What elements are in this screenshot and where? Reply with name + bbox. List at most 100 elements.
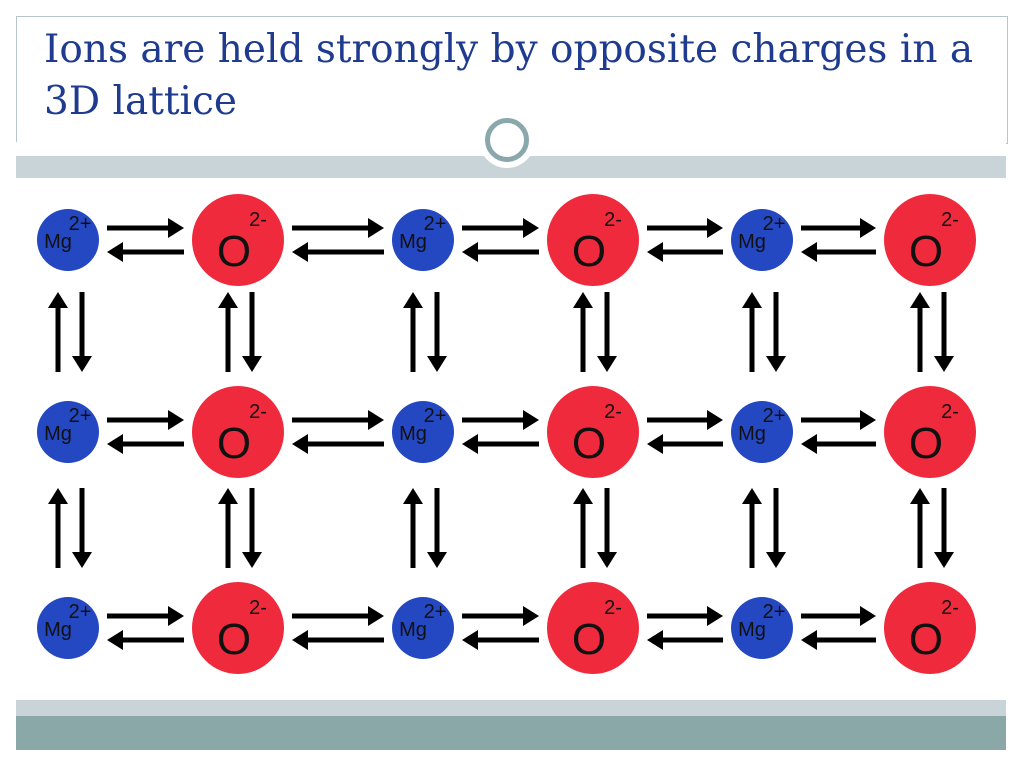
arrow-right-r1-c3 bbox=[647, 410, 723, 430]
ion-charge-r0-c1: 2- bbox=[249, 209, 267, 231]
ion-symbol-r1-c3: O bbox=[572, 419, 606, 468]
arrow-right-r2-c4-head bbox=[860, 606, 876, 626]
arrow-left-r0-c0 bbox=[107, 242, 184, 262]
ion-charge-r0-c3: 2- bbox=[604, 209, 622, 231]
arrow-up-g1-c4-head bbox=[742, 488, 762, 504]
arrow-left-r0-c3 bbox=[647, 242, 723, 262]
arrow-up-g1-c1-head bbox=[218, 488, 238, 504]
arrow-down-g0-c2-head bbox=[427, 356, 447, 372]
ion-charge-r0-c4: 2+ bbox=[763, 213, 786, 235]
ion-mg-r0-c2 bbox=[392, 209, 454, 271]
arrow-down-g1-c5-head bbox=[934, 552, 954, 568]
ion-symbol-r1-c2: Mg bbox=[399, 423, 427, 445]
arrow-down-g1-c0 bbox=[72, 488, 92, 568]
arrow-down-g1-c4 bbox=[766, 488, 786, 568]
arrow-left-r1-c0-head bbox=[107, 434, 123, 454]
arrow-left-r1-c0 bbox=[107, 434, 184, 454]
arrow-right-r1-c1-head bbox=[368, 410, 384, 430]
arrow-left-r0-c4 bbox=[801, 242, 876, 262]
arrow-down-g0-c3 bbox=[597, 292, 617, 372]
arrow-left-r2-c2 bbox=[462, 630, 539, 650]
arrow-down-g0-c3-head bbox=[597, 356, 617, 372]
arrow-right-r2-c3-head bbox=[707, 606, 723, 626]
arrow-up-g0-c5-head bbox=[910, 292, 930, 308]
arrow-down-g0-c4 bbox=[766, 292, 786, 372]
ion-symbol-r2-c2: Mg bbox=[399, 619, 427, 641]
arrow-up-g0-c1-head bbox=[218, 292, 238, 308]
arrow-right-r1-c0 bbox=[107, 410, 184, 430]
arrow-left-r2-c2-head bbox=[462, 630, 478, 650]
arrow-up-g0-c2 bbox=[403, 292, 423, 372]
arrow-up-g0-c5 bbox=[910, 292, 930, 372]
arrow-right-r1-c1 bbox=[292, 410, 384, 430]
arrow-left-r0-c2-head bbox=[462, 242, 478, 262]
arrow-down-g0-c5-head bbox=[934, 356, 954, 372]
arrow-left-r2-c0 bbox=[107, 630, 184, 650]
arrow-down-g0-c1 bbox=[242, 292, 262, 372]
arrow-left-r1-c4 bbox=[801, 434, 876, 454]
arrow-up-g0-c0-head bbox=[48, 292, 68, 308]
arrow-up-g1-c5 bbox=[910, 488, 930, 568]
ion-charge-r0-c0: 2+ bbox=[69, 213, 92, 235]
ion-symbol-r2-c1: O bbox=[217, 615, 251, 664]
arrow-right-r2-c2 bbox=[462, 606, 539, 626]
ion-charge-r1-c2: 2+ bbox=[424, 405, 447, 427]
ion-charge-r2-c1: 2- bbox=[249, 597, 267, 619]
ion-charge-r2-c0: 2+ bbox=[69, 601, 92, 623]
arrow-right-r0-c2-head bbox=[523, 218, 539, 238]
arrow-right-r2-c3 bbox=[647, 606, 723, 626]
arrow-right-r2-c1-head bbox=[368, 606, 384, 626]
arrow-left-r2-c3-head bbox=[647, 630, 663, 650]
ion-symbol-r1-c0: Mg bbox=[44, 423, 72, 445]
ion-mg-r2-c4 bbox=[731, 597, 793, 659]
ion-charge-r1-c5: 2- bbox=[941, 401, 959, 423]
arrow-down-g0-c0-head bbox=[72, 356, 92, 372]
arrow-left-r0-c1 bbox=[292, 242, 384, 262]
ion-charge-r1-c3: 2- bbox=[604, 401, 622, 423]
ion-symbol-r0-c0: Mg bbox=[44, 231, 72, 253]
arrow-right-r0-c0 bbox=[107, 218, 184, 238]
arrow-right-r0-c2 bbox=[462, 218, 539, 238]
arrow-down-g1-c5 bbox=[934, 488, 954, 568]
arrow-left-r2-c0-head bbox=[107, 630, 123, 650]
ion-o-r0-c1 bbox=[192, 194, 284, 286]
arrow-left-r2-c3 bbox=[647, 630, 723, 650]
arrow-down-g0-c1-head bbox=[242, 356, 262, 372]
arrow-right-r1-c3-head bbox=[707, 410, 723, 430]
arrow-down-g1-c2 bbox=[427, 488, 447, 568]
arrow-up-g0-c4-head bbox=[742, 292, 762, 308]
arrow-left-r1-c3-head bbox=[647, 434, 663, 454]
arrow-up-g1-c5-head bbox=[910, 488, 930, 504]
ion-symbol-r0-c1: O bbox=[217, 227, 251, 276]
ion-symbol-r2-c0: Mg bbox=[44, 619, 72, 641]
footer-band-light bbox=[16, 700, 1006, 716]
ion-symbol-r2-c4: Mg bbox=[738, 619, 766, 641]
ion-o-r2-c5 bbox=[884, 582, 976, 674]
arrow-up-g1-c3 bbox=[573, 488, 593, 568]
ion-charge-r0-c2: 2+ bbox=[424, 213, 447, 235]
arrow-right-r1-c2 bbox=[462, 410, 539, 430]
arrow-right-r2-c1 bbox=[292, 606, 384, 626]
arrow-left-r1-c4-head bbox=[801, 434, 817, 454]
arrow-up-g0-c4 bbox=[742, 292, 762, 372]
arrow-up-g0-c1 bbox=[218, 292, 238, 372]
ion-charge-r1-c0: 2+ bbox=[69, 405, 92, 427]
arrow-up-g0-c2-head bbox=[403, 292, 423, 308]
arrow-right-r1-c2-head bbox=[523, 410, 539, 430]
ion-o-r2-c1 bbox=[192, 582, 284, 674]
arrow-up-g1-c3-head bbox=[573, 488, 593, 504]
ion-symbol-r0-c4: Mg bbox=[738, 231, 766, 253]
arrow-right-r2-c0-head bbox=[168, 606, 184, 626]
ion-mg-r1-c2 bbox=[392, 401, 454, 463]
arrow-right-r0-c1-head bbox=[368, 218, 384, 238]
ion-o-r2-c3 bbox=[547, 582, 639, 674]
arrow-right-r1-c0-head bbox=[168, 410, 184, 430]
arrow-down-g1-c1-head bbox=[242, 552, 262, 568]
arrow-left-r0-c0-head bbox=[107, 242, 123, 262]
ion-o-r0-c5 bbox=[884, 194, 976, 286]
arrow-right-r2-c4 bbox=[801, 606, 876, 626]
arrow-right-r2-c0 bbox=[107, 606, 184, 626]
arrow-right-r1-c4-head bbox=[860, 410, 876, 430]
arrow-left-r1-c2 bbox=[462, 434, 539, 454]
